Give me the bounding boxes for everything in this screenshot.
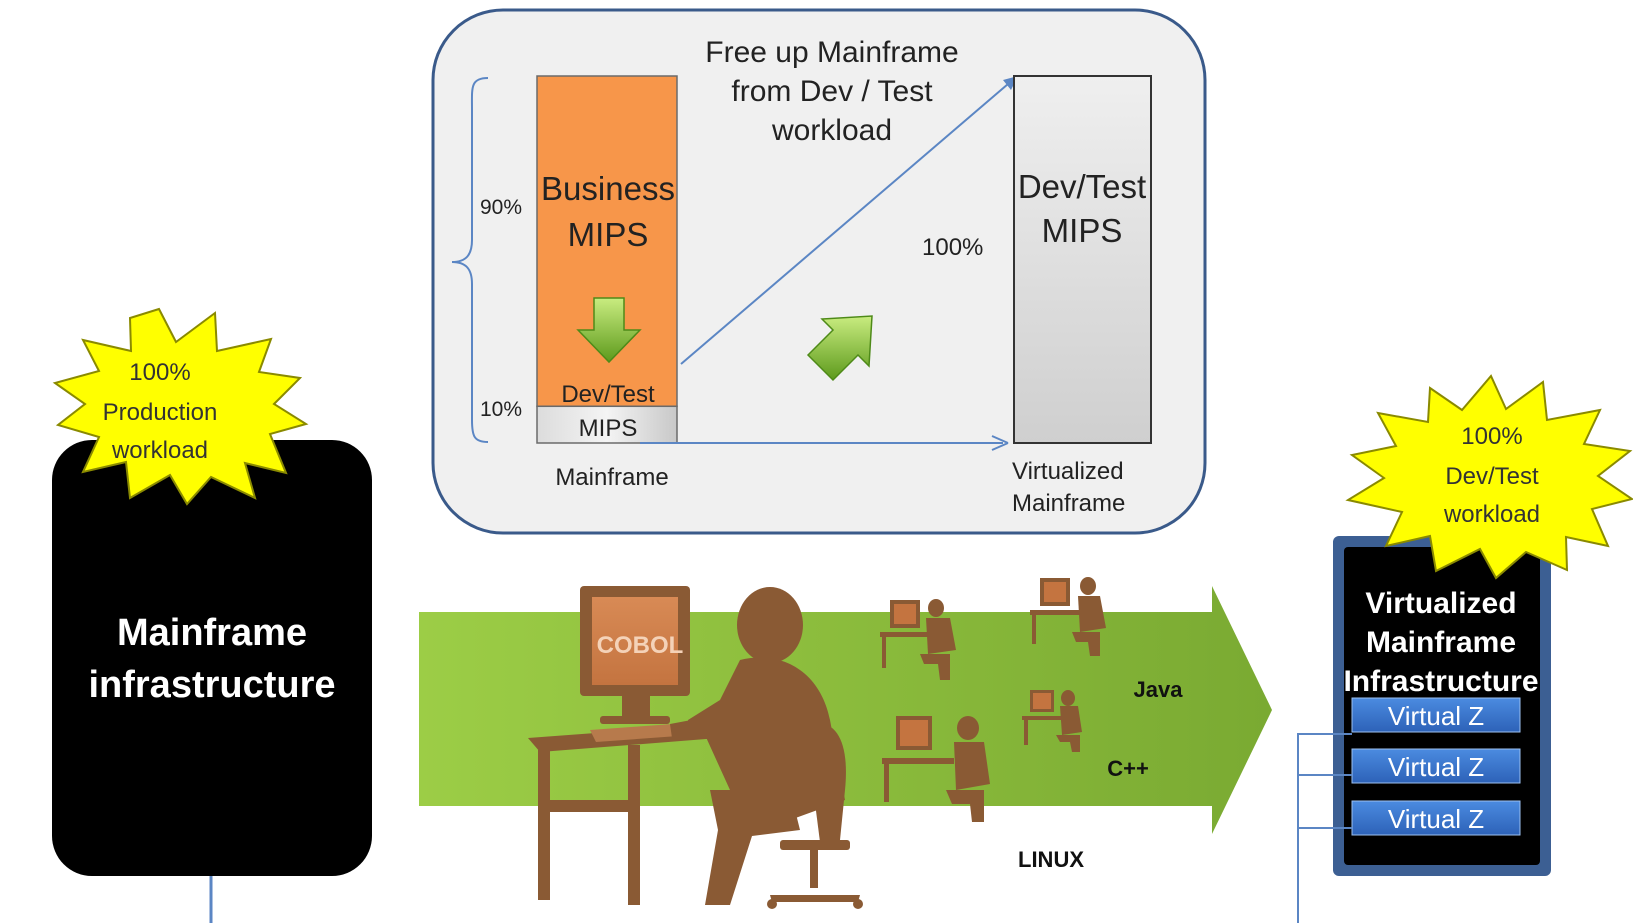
production-burst-line-3: workload (111, 437, 208, 464)
cobol-label: COBOL (597, 632, 684, 659)
virtual-bar-label-line-1: Dev/Test (1018, 168, 1146, 205)
linux-label: LINUX (1018, 847, 1084, 872)
left-mainframe: Mainframe infrastructure 100% Production… (52, 307, 372, 923)
mainframe-box-line-2: infrastructure (88, 664, 335, 706)
virtual-z-label-1: Virtual Z (1388, 701, 1484, 731)
mainframe-box (52, 440, 372, 876)
small-developer-2 (1030, 577, 1106, 656)
virtual-caption-line-1: Virtualized (1012, 458, 1124, 485)
virtual-devtest-bar (1013, 75, 1152, 444)
virtual-z-label-2: Virtual Z (1388, 752, 1484, 782)
devtest-starburst (1345, 374, 1633, 580)
virtual-bar-label-line-2: MIPS (1042, 212, 1123, 249)
devtest-label-line-2: MIPS (579, 415, 638, 442)
devtest-mips-bar (536, 405, 678, 444)
virtual-caption-line-2: Mainframe (1012, 490, 1125, 517)
small-developer-3 (1022, 690, 1082, 752)
virtual-percent: 100% (922, 234, 983, 261)
horizontal-arrowhead-icon (991, 435, 1009, 451)
cpp-label: C++ (1107, 756, 1149, 781)
virtual-z-box-1 (1351, 697, 1521, 733)
panel-title-line-3: workload (771, 114, 892, 147)
mainframe-caption: Mainframe (555, 464, 668, 491)
panel-title-line-1: Free up Mainframe (705, 36, 958, 69)
center-band: COBOL (419, 577, 1272, 909)
virtualized-box-line-1: Virtualized (1365, 587, 1516, 620)
virtualized-box-line-3: Infrastructure (1343, 665, 1538, 698)
cobol-developer-silhouette (528, 586, 863, 909)
up-right-arrow-icon (806, 315, 873, 382)
right-virtualized: Virtualized Mainframe Infrastructure Vir… (1297, 374, 1633, 923)
virtualized-box-line-2: Mainframe (1366, 626, 1516, 659)
devtest-burst-line-2: Dev/Test (1445, 463, 1539, 490)
devtest-burst-line-3: workload (1443, 501, 1540, 528)
down-arrow-icon (576, 297, 642, 364)
virtual-z-box-3 (1351, 800, 1521, 836)
top-panel: Business MIPS Dev/Test MIPS 90% 10% Main… (431, 8, 1207, 535)
virtual-z-connectors (1297, 733, 1352, 923)
devtest-burst-line-1: 100% (1461, 423, 1522, 450)
production-burst-line-2: Production (103, 399, 218, 426)
brace-icon (451, 77, 489, 443)
panel-title-line-2: from Dev / Test (731, 75, 933, 108)
production-starburst (52, 307, 309, 506)
production-burst-line-1: 100% (129, 359, 190, 386)
monitor-screen (592, 597, 678, 685)
java-label: Java (1134, 677, 1184, 702)
devtest-label-line-1: Dev/Test (561, 381, 655, 408)
devtest-percent: 10% (480, 398, 522, 421)
business-label-line-2: MIPS (568, 216, 649, 253)
business-label-line-1: Business (541, 170, 675, 207)
small-developer-4 (882, 716, 990, 822)
business-percent: 90% (480, 196, 522, 219)
diagonal-connector (680, 77, 1016, 365)
virtual-z-label-3: Virtual Z (1388, 804, 1484, 834)
mainframe-box-line-1: Mainframe (117, 612, 307, 654)
virtual-z-box-2 (1351, 748, 1521, 784)
small-developer-1 (880, 599, 956, 680)
